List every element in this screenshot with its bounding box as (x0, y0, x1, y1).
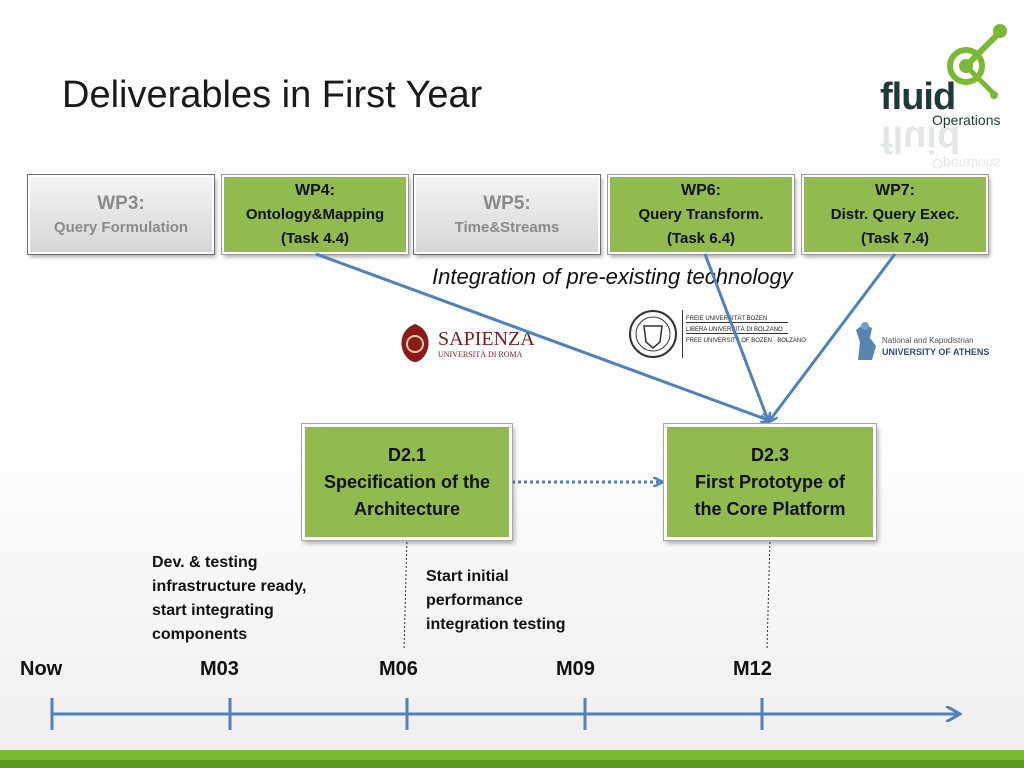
note-m03: Dev. & testing infrastructure ready, sta… (152, 551, 306, 647)
bozen-divider (682, 310, 683, 358)
fluid-logo: fluid Operations Operations fluid (876, 18, 1016, 172)
wp4-box: WP4: Ontology&Mapping (Task 4.4) (221, 174, 409, 255)
note-m06: Start initial performance integration te… (426, 565, 566, 637)
drop-line-d21 (403, 537, 408, 651)
wp4-title: Ontology&Mapping (245, 205, 385, 223)
wp4-task: (Task 4.4) (280, 229, 350, 247)
deliverable-d21: D2.1 Specification of the Architecture (301, 423, 513, 541)
sapienza-sub: UNIVERSITÀ DI ROMA (438, 350, 523, 359)
wp5-box: WP5: Time&Streams (413, 174, 601, 255)
wp3-title: Query Formulation (53, 218, 189, 236)
wp7-task: (Task 7.4) (860, 229, 930, 247)
d23-line-2: the Core Platform (694, 498, 846, 519)
timeline-label-m03: M03 (200, 658, 239, 680)
footer-bar (0, 750, 1024, 768)
athens-line-2: UNIVERSITY OF ATHENS (882, 347, 990, 357)
athens-figure-icon (856, 322, 876, 360)
athens-line-1: National and Kapodistrian (882, 336, 974, 345)
operations-wordmark: Operations (932, 112, 1001, 128)
d23-id: D2.3 (750, 444, 790, 465)
arrow-wp7-to-d23 (770, 253, 897, 420)
deliverable-d23: D2.3 First Prototype of the Core Platfor… (663, 423, 877, 541)
note-m03-line: start integrating (152, 602, 274, 619)
fluid-wordmark: fluid (880, 76, 956, 118)
wp6-task: (Task 6.4) (666, 229, 736, 247)
wp7-title: Distr. Query Exec. (830, 205, 960, 223)
bozen-seal-icon (629, 310, 677, 358)
wp6-id: WP6: (681, 181, 721, 199)
sapienza-name: SAPIENZA (438, 328, 535, 350)
timeline-label-m09: M09 (556, 658, 595, 680)
arrow-wp6-to-d23 (703, 253, 768, 420)
wp3-id: WP3: (97, 192, 145, 214)
wp7-id: WP7: (875, 181, 915, 199)
timeline-label-now: Now (20, 658, 63, 680)
sapienza-logo: SAPIENZA UNIVERSITÀ DI ROMA (398, 322, 535, 364)
integration-label: Integration of pre-existing technology (432, 264, 793, 289)
wp6-title: Query Transform. (638, 205, 764, 223)
wp7-box: WP7: Distr. Query Exec. (Task 7.4) (801, 174, 989, 255)
wp5-title: Time&Streams (454, 218, 560, 236)
note-m06-line: performance (426, 592, 523, 609)
molecule-icon (947, 24, 1007, 99)
wp4-id: WP4: (295, 181, 335, 199)
d21-id: D2.1 (387, 444, 427, 465)
bozen-line-1: FREIE UNIVERSITÄT BOZEN (686, 316, 788, 323)
sapienza-seal-icon (401, 324, 429, 362)
arrow-wp4-to-d23 (315, 252, 768, 420)
drop-line-d23 (766, 537, 771, 651)
d21-line-1: Specification of the (323, 471, 491, 492)
d21-line-2: Architecture (353, 498, 461, 519)
d23-line-1: First Prototype of (694, 471, 845, 492)
page-title: Deliverables in First Year (62, 74, 483, 116)
note-m03-line: infrastructure ready, (152, 578, 307, 595)
wp6-box: WP6: Query Transform. (Task 6.4) (607, 174, 795, 255)
timeline-label-m12: M12 (733, 658, 772, 680)
note-m06-line: integration testing (426, 616, 566, 633)
wp3-box: WP3: Query Formulation (27, 174, 215, 255)
wp5-id: WP5: (483, 192, 531, 214)
bozen-line-3: FREE UNIVERSITY OF BOZEN · BOLZANO (686, 338, 806, 344)
athens-logo: National and Kapodistrian UNIVERSITY OF … (850, 320, 992, 362)
note-m03-line: components (152, 626, 248, 643)
timeline-label-m06: M06 (379, 658, 418, 680)
note-m06-line: Start initial (426, 568, 509, 585)
note-m03-line: Dev. & testing (152, 554, 258, 571)
